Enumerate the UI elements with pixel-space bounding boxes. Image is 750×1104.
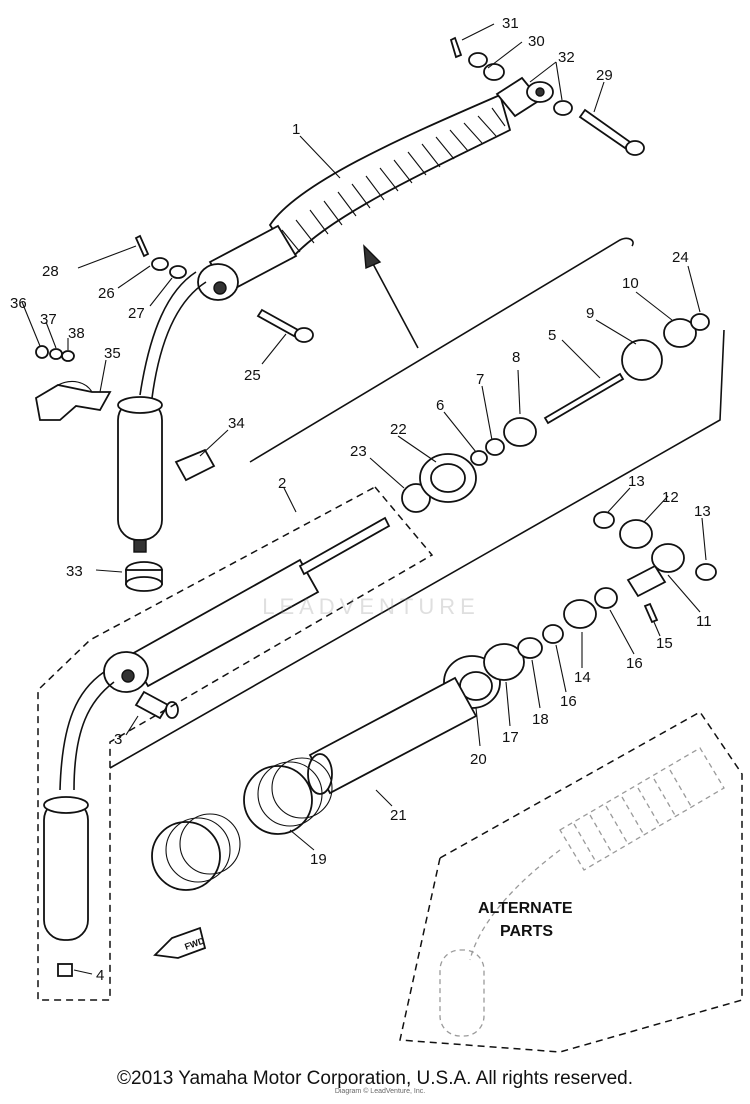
reservoir-upper [117,396,163,553]
callout-32: 32 [558,49,575,66]
alternate-parts-ghost [439,747,725,1037]
callout-36: 36 [10,295,27,312]
callout-20: 20 [470,751,487,768]
callout-11: 11 [696,613,712,630]
leader-lines [21,23,707,975]
callout-28: 28 [42,263,59,280]
bolt-29 [578,108,645,156]
callout-25: 25 [244,367,261,384]
callout-2: 2 [278,475,286,492]
front-direction-marker: FWD [153,926,206,959]
washers-upper [449,36,573,116]
callout-16b: 16 [626,655,643,672]
callout-13a: 13 [628,473,645,490]
assembly-arrow [363,244,419,349]
lower-exploded-parts [151,511,717,891]
callout-12: 12 [662,489,679,506]
callout-8: 8 [512,349,520,366]
callout-23: 23 [350,443,367,460]
callout-27: 27 [128,305,145,322]
hardware-36-38 [35,345,75,362]
diagram-credit: Diagram © LeadVenture, Inc. [334,1088,426,1095]
nuts-lower-mount [134,234,187,279]
reservoir-lower [43,796,89,977]
callout-24: 24 [672,249,689,266]
callout-35: 35 [104,345,121,362]
bracket-35 [35,380,112,421]
valve-3 [134,690,179,720]
upper-exploded-parts [401,313,710,513]
bolt-25 [256,308,314,343]
callout-33: 33 [66,563,83,580]
callout-22: 22 [390,421,407,438]
callout-1: 1 [292,121,300,138]
reservoir-cap [125,561,163,592]
callout-21: 21 [390,807,407,824]
alternate-label-line1: ALTERNATE [478,900,573,917]
reservoir-hose [139,271,197,396]
callout-6: 6 [436,397,444,414]
callout-15: 15 [656,635,673,652]
bellows-boot [268,93,512,260]
group-2-outline [37,486,434,1001]
watermark: LEADVENTURE [262,594,480,619]
callout-29: 29 [596,67,613,84]
group-bracket [249,237,634,463]
alternate-label-line2: PARTS [500,923,553,940]
alternate-parts-region: ALTERNATE PARTS [399,711,743,1053]
callout-16a: 16 [560,693,577,710]
clip-34 [174,448,216,482]
callout-30: 30 [528,33,545,50]
springs-19 [151,757,333,891]
callout-7: 7 [476,371,484,388]
callout-5: 5 [548,327,556,344]
callout-10: 10 [622,275,639,292]
callout-14: 14 [574,669,591,686]
callout-31: 31 [502,15,519,32]
callout-18: 18 [532,711,549,728]
callout-34: 34 [228,415,245,432]
lower-mount-eye [197,263,239,301]
copyright-notice: ©2013 Yamaha Motor Corporation, U.S.A. A… [117,1068,633,1089]
callout-17: 17 [502,729,519,746]
callout-26: 26 [98,285,115,302]
shock-strut-2 [59,516,391,791]
callout-37: 37 [40,311,57,328]
callout-3: 3 [114,731,122,748]
callout-4: 4 [96,967,104,984]
callout-13b: 13 [694,503,711,520]
shock-absorber-assembly [139,76,554,399]
upper-mount-eye [495,76,554,118]
callout-38: 38 [68,325,85,342]
callout-numbers: 1 2 3 4 5 6 7 8 9 10 11 12 13 13 14 15 1… [10,15,712,984]
callout-9: 9 [586,305,594,322]
callout-19: 19 [310,851,327,868]
lower-group-bracket [109,329,725,769]
